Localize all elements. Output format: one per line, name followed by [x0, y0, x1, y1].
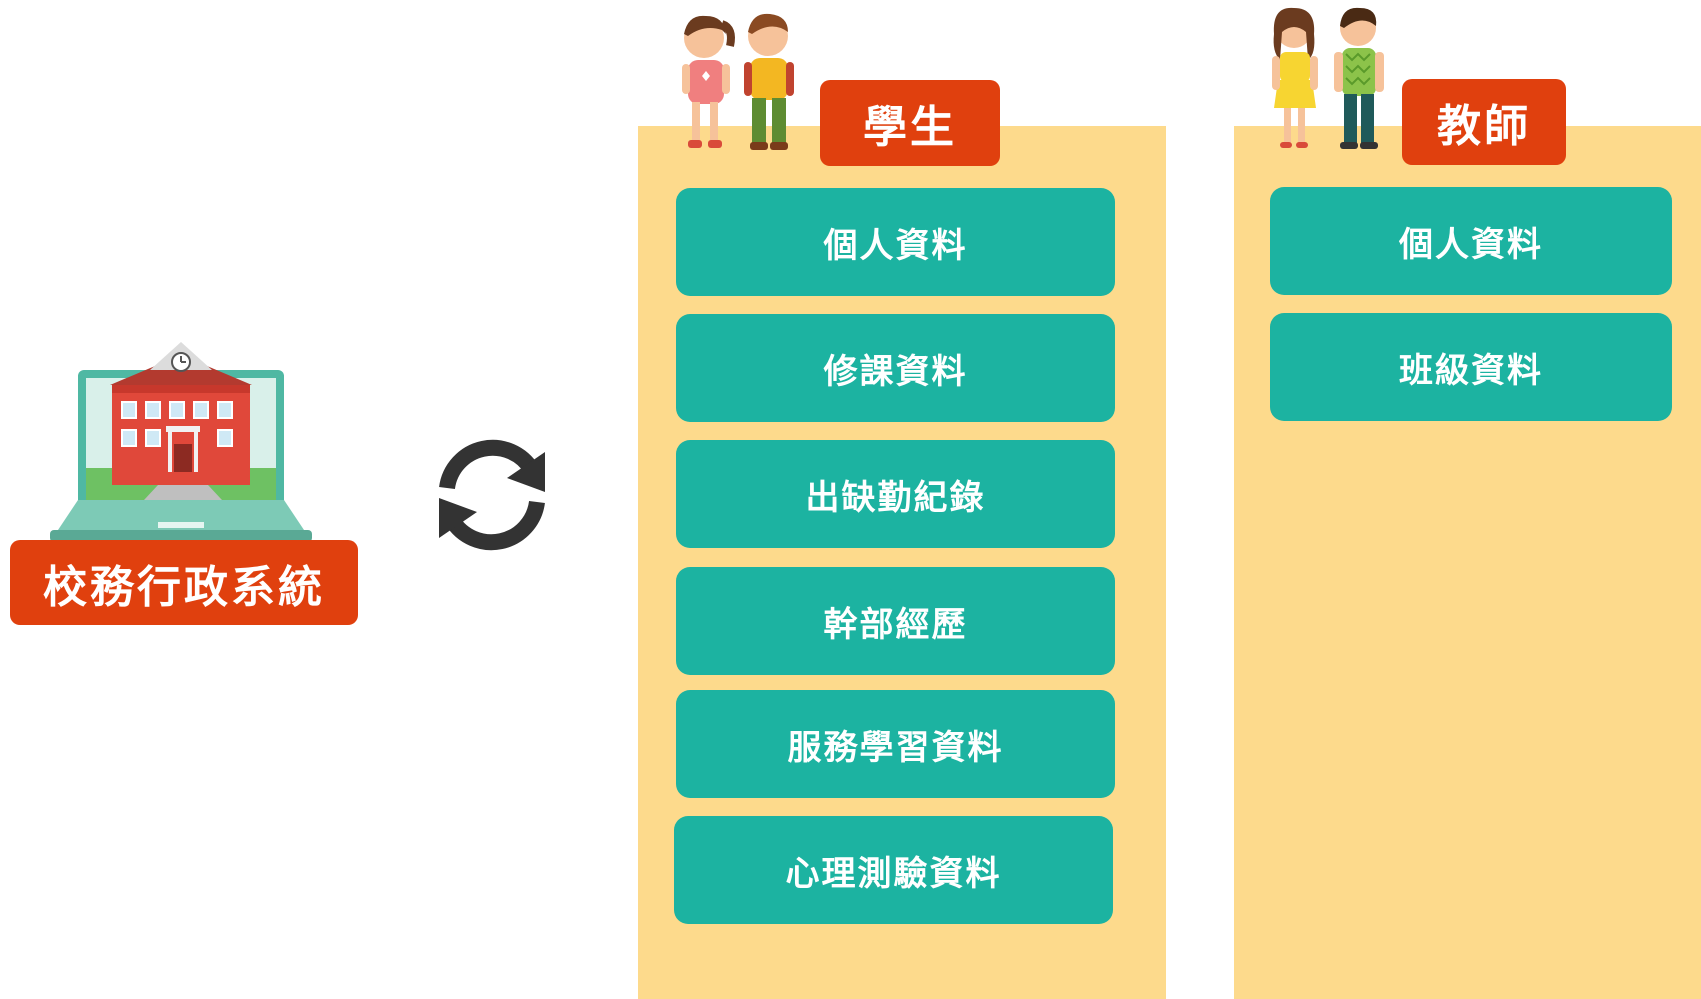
student-service-learning-button[interactable]: 服務學習資料: [676, 690, 1115, 798]
student-course-data-button[interactable]: 修課資料: [676, 314, 1115, 422]
student-attendance-button[interactable]: 出缺勤紀錄: [676, 440, 1115, 548]
teachers-tag: 教師: [1402, 79, 1566, 165]
students-tag: 學生: [820, 80, 1000, 166]
student-psych-test-button[interactable]: 心理測驗資料: [674, 816, 1113, 924]
teacher-class-data-button[interactable]: 班級資料: [1270, 313, 1672, 421]
school-admin-system: 校務行政系統: [10, 340, 360, 630]
system-label: 校務行政系統: [10, 540, 358, 625]
teacher-personal-data-button[interactable]: 個人資料: [1270, 187, 1672, 295]
students-figures-icon: [682, 13, 794, 150]
sync-icon: [439, 439, 545, 551]
school-laptop-icon: [50, 342, 312, 542]
student-cadre-experience-button[interactable]: 幹部經歷: [676, 567, 1115, 675]
student-personal-data-button[interactable]: 個人資料: [676, 188, 1115, 296]
teachers-figures-icon: [1272, 7, 1384, 149]
